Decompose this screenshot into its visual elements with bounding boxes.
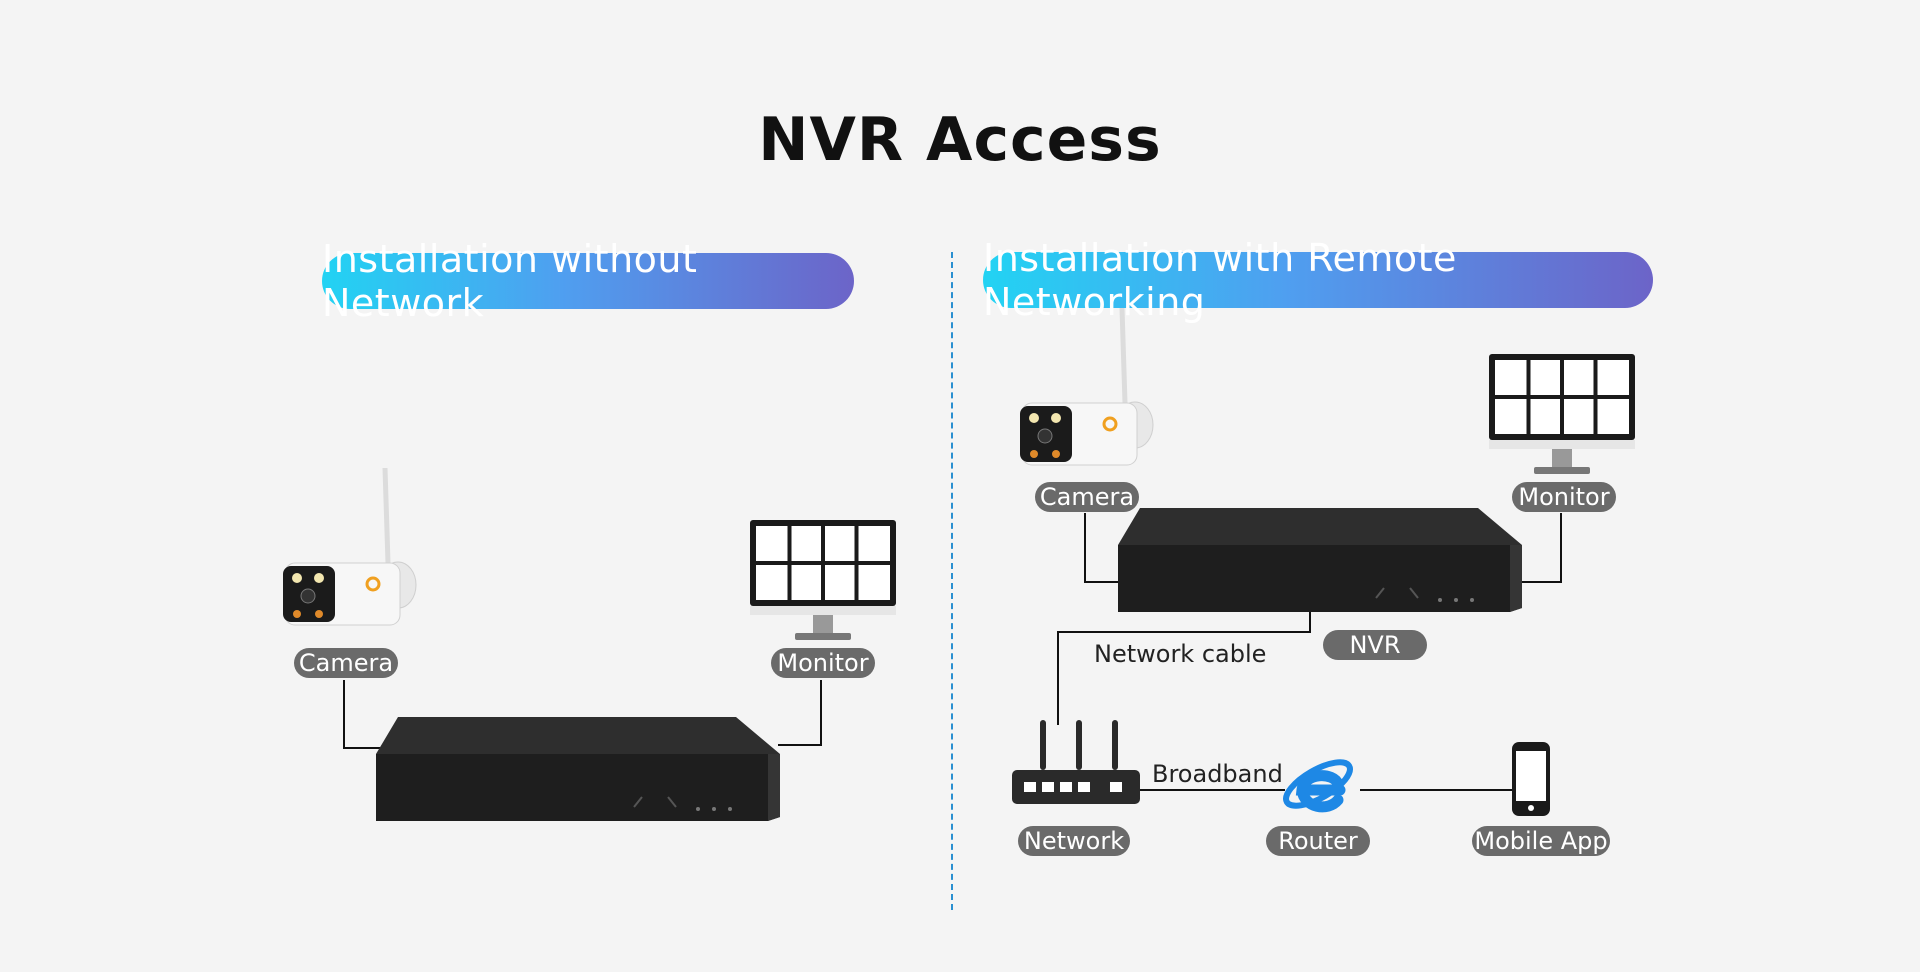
panel-divider: [951, 252, 953, 910]
network-cable-label: Network cable: [1094, 640, 1267, 668]
mobile-app-label: Mobile App: [1472, 826, 1610, 856]
left-camera-line: [343, 680, 380, 749]
left-monitor-line: [778, 680, 822, 746]
router-icon: [1280, 744, 1356, 829]
right-monitor-label: Monitor: [1512, 482, 1616, 512]
network-label: Network: [1018, 826, 1130, 856]
nvr-icon: [376, 717, 780, 826]
left-camera-label: Camera: [294, 648, 398, 678]
mobile-phone-icon: [1512, 742, 1550, 821]
network-cable-line: [1057, 610, 1311, 725]
router-label: Router: [1266, 826, 1370, 856]
network-icon: [1010, 720, 1142, 815]
camera-icon: [1018, 305, 1168, 475]
monitor-icon: [1489, 354, 1635, 481]
monitor-icon: [750, 520, 896, 647]
right-camera-label: Camera: [1035, 482, 1139, 512]
left-monitor-label: Monitor: [771, 648, 875, 678]
page-title: NVR Access: [758, 105, 1162, 175]
broadband-label: Broadband: [1152, 760, 1283, 788]
nvr-icon: [1118, 508, 1522, 617]
right-camera-line: [1084, 513, 1120, 583]
camera-icon: [275, 465, 425, 635]
nvr-label: NVR: [1323, 630, 1427, 660]
right-monitor-line: [1522, 513, 1562, 583]
